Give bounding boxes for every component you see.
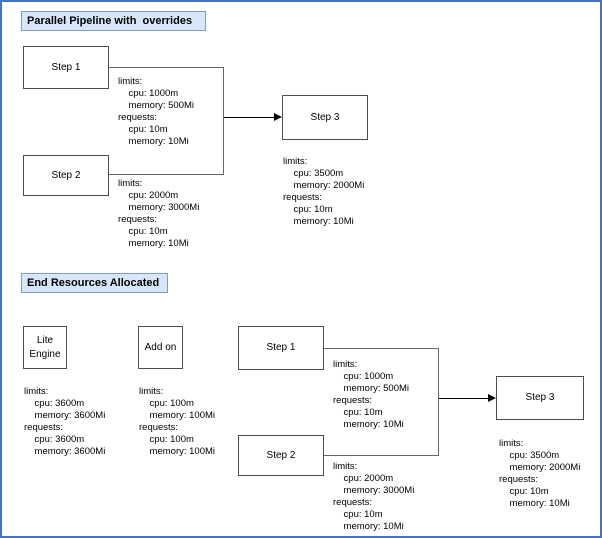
node-top-step-2: Step 2 <box>23 155 109 196</box>
node-top-step-3: Step 3 <box>282 95 368 140</box>
arrow-right-icon <box>274 113 282 121</box>
node-top-step-1: Step 1 <box>23 46 109 89</box>
node-bottom-step-1: Step 1 <box>238 326 324 370</box>
annotation-add-on-resources: limits: cpu: 100m memory: 100Mi requests… <box>139 386 216 457</box>
connector-top-step2-line <box>109 174 224 175</box>
connector-bottom-arrow-line <box>439 398 488 399</box>
connector-top-step1-line <box>109 67 224 68</box>
section-title-end-resources: End Resources Allocated <box>21 273 168 293</box>
connector-bottom-step1-line <box>324 348 439 349</box>
annotation-bottom-step1-resources: limits: cpu: 1000m memory: 500Mi request… <box>333 359 410 430</box>
connector-bottom-step2-line <box>324 455 439 456</box>
connector-bottom-join-line <box>438 348 439 456</box>
annotation-lite-engine-resources: limits: cpu: 3600m memory: 3600Mi reques… <box>24 386 106 457</box>
node-bottom-step-3: Step 3 <box>496 376 584 420</box>
node-bottom-step-2: Step 2 <box>238 435 324 476</box>
annotation-bottom-step2-resources: limits: cpu: 2000m memory: 3000Mi reques… <box>333 461 415 532</box>
section-title-parallel-pipeline: Parallel Pipeline with overrides <box>21 11 206 31</box>
node-add-on: Add on <box>138 326 183 369</box>
connector-top-join-line <box>223 67 224 175</box>
annotation-top-step2-resources: limits: cpu: 2000m memory: 3000Mi reques… <box>118 178 200 249</box>
annotation-top-step3-resources: limits: cpu: 3500m memory: 2000Mi reques… <box>283 156 365 227</box>
arrow-right-icon <box>488 394 496 402</box>
annotation-top-step1-resources: limits: cpu: 1000m memory: 500Mi request… <box>118 76 195 147</box>
node-lite-engine: Lite Engine <box>23 326 67 369</box>
connector-top-arrow-line <box>224 117 274 118</box>
annotation-bottom-step3-resources: limits: cpu: 3500m memory: 2000Mi reques… <box>499 438 581 509</box>
